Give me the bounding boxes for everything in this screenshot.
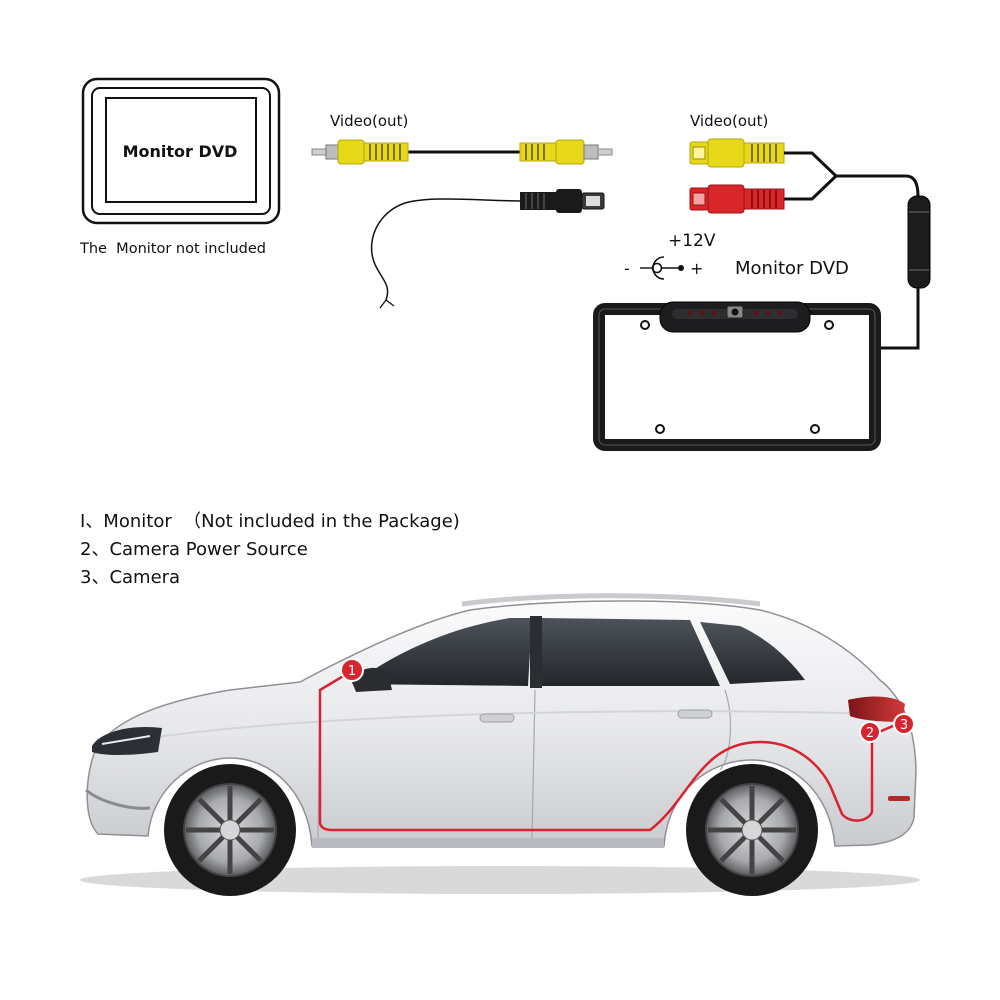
monitor: Monitor DVD: [81, 77, 281, 225]
left-video-out-label: Video(out): [330, 112, 408, 130]
dc-polarity-symbol: - +: [624, 256, 703, 280]
wiring-route: [318, 670, 894, 832]
polarity-minus: -: [624, 259, 630, 278]
rear-wheel: [686, 764, 818, 896]
red-power-jack: [689, 184, 785, 214]
marker-1-label: 1: [348, 664, 356, 679]
legend: I、Monitor （Not included in the Package) …: [80, 511, 460, 588]
marker-1: 1: [340, 658, 364, 682]
yellow-rca-plug-right: [519, 139, 613, 165]
monitor-caption: The Monitor not included: [79, 241, 266, 257]
polarity-plus: +: [690, 259, 703, 278]
dest-monitor-label: Monitor DVD: [735, 258, 849, 279]
monitor-screen-label: Monitor DVD: [123, 142, 238, 161]
marker-3-label: 3: [900, 718, 908, 733]
yellow-rca-plug-left: [311, 139, 409, 165]
power-12v-label: +12V: [668, 231, 716, 251]
quarter-window: [700, 622, 805, 684]
inline-filter-module: [907, 195, 931, 289]
legend-item-1: I、Monitor （Not included in the Package): [80, 511, 460, 532]
front-door-window: [352, 618, 532, 686]
front-wheel: [164, 764, 296, 896]
license-plate-frame-camera: [593, 301, 881, 451]
marker-2: 2: [859, 721, 881, 743]
rear-door-window: [540, 618, 720, 686]
marker-2-label: 2: [866, 726, 874, 741]
car-illustration: 1 2 3: [80, 593, 920, 896]
yellow-rca-jack: [689, 138, 785, 168]
black-rca-plug: [520, 189, 605, 213]
right-video-out-label: Video(out): [690, 112, 768, 130]
left-video-cable: Video(out): [311, 112, 613, 309]
tail-light: [848, 696, 905, 722]
legend-item-3: 3、Camera: [80, 567, 180, 588]
marker-3: 3: [893, 713, 915, 735]
headlight: [92, 726, 162, 755]
camera-cable-assembly: Video(out): [624, 112, 931, 350]
legend-item-2: 2、Camera Power Source: [80, 539, 308, 560]
